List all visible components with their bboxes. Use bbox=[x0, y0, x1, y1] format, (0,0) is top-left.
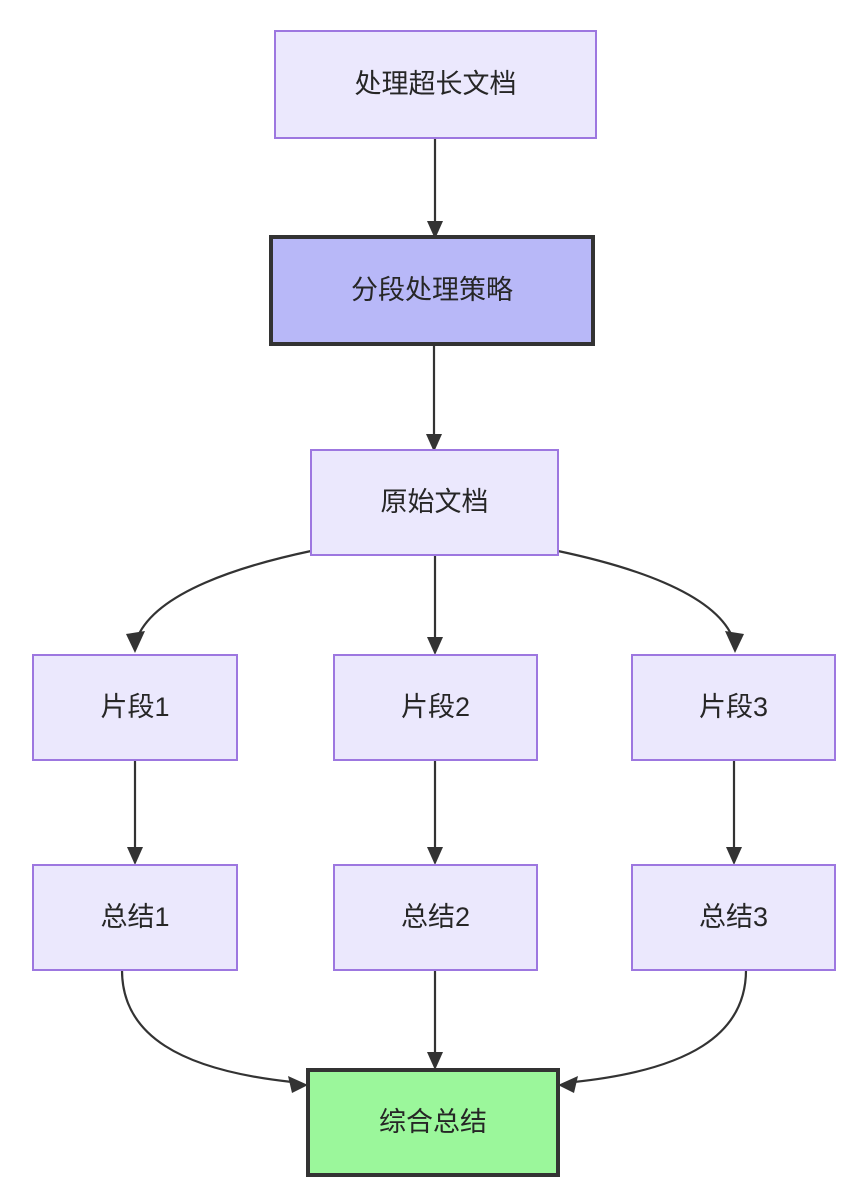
node-process-long-document[interactable]: 处理超长文档 bbox=[274, 30, 597, 139]
node-box-final-summary[interactable] bbox=[306, 1068, 560, 1177]
edge-source-to-chunk3 bbox=[557, 549, 744, 653]
node-label-chunk-2: 片段2 bbox=[401, 692, 470, 722]
edge-strategy-to-source bbox=[426, 344, 442, 452]
node-box-chunking-strategy[interactable] bbox=[269, 235, 595, 346]
arrow-head-icon bbox=[558, 1076, 578, 1093]
node-label-summary-2: 总结2 bbox=[401, 902, 470, 932]
edge-summary3-to-final bbox=[558, 969, 748, 1093]
node-label-source-document: 原始文档 bbox=[381, 487, 489, 517]
node-final-summary[interactable]: 综合总结 bbox=[306, 1068, 560, 1177]
node-box-chunk-2[interactable] bbox=[333, 654, 538, 761]
arrow-head-icon bbox=[427, 637, 443, 655]
node-box-summary-1[interactable] bbox=[32, 864, 238, 971]
arrow-head-icon bbox=[427, 847, 443, 865]
node-chunking-strategy[interactable]: 分段处理策略 bbox=[269, 235, 595, 346]
arrow-head-icon bbox=[427, 221, 443, 239]
arrow-head-icon bbox=[725, 631, 744, 653]
arrow-head-icon bbox=[427, 1052, 443, 1070]
node-label-chunking-strategy: 分段处理策略 bbox=[351, 275, 513, 305]
edge-chunk1-to-summary1 bbox=[127, 760, 143, 865]
node-label-summary-3: 总结3 bbox=[699, 902, 768, 932]
edge-source-to-chunk2 bbox=[427, 555, 443, 655]
node-label-process-long-document: 处理超长文档 bbox=[355, 69, 517, 99]
node-chunk-3[interactable]: 片段3 bbox=[631, 654, 836, 761]
node-label-final-summary: 综合总结 bbox=[379, 1107, 487, 1137]
node-label-summary-1: 总结1 bbox=[100, 902, 169, 932]
node-layer: 处理超长文档 分段处理策略 原始文档 片段1 片段2 bbox=[32, 30, 836, 1177]
edge-process-to-strategy bbox=[427, 138, 443, 239]
arrow-head-icon bbox=[726, 847, 742, 865]
node-chunk-1[interactable]: 片段1 bbox=[32, 654, 238, 761]
node-box-source-document[interactable] bbox=[310, 449, 559, 556]
node-box-chunk-3[interactable] bbox=[631, 654, 836, 761]
edge-source-to-chunk1 bbox=[126, 549, 312, 653]
edge-summary2-to-final bbox=[427, 970, 443, 1070]
arrow-head-icon bbox=[127, 847, 143, 865]
node-box-chunk-1[interactable] bbox=[32, 654, 238, 761]
node-box-process-long-document[interactable] bbox=[274, 30, 597, 139]
node-chunk-2[interactable]: 片段2 bbox=[333, 654, 538, 761]
node-label-chunk-1: 片段1 bbox=[100, 692, 169, 722]
node-summary-2[interactable]: 总结2 bbox=[333, 864, 538, 971]
arrow-head-icon bbox=[288, 1076, 308, 1093]
node-source-document[interactable]: 原始文档 bbox=[310, 449, 559, 556]
node-summary-3[interactable]: 总结3 bbox=[631, 864, 836, 971]
node-summary-1[interactable]: 总结1 bbox=[32, 864, 238, 971]
edge-layer bbox=[120, 138, 748, 1093]
arrow-head-icon bbox=[426, 434, 442, 452]
edge-chunk2-to-summary2 bbox=[427, 760, 443, 865]
arrow-head-icon bbox=[126, 631, 145, 653]
edge-summary1-to-final bbox=[120, 969, 308, 1093]
node-box-summary-2[interactable] bbox=[333, 864, 538, 971]
edge-chunk3-to-summary3 bbox=[726, 760, 742, 865]
node-box-summary-3[interactable] bbox=[631, 864, 836, 971]
node-label-chunk-3: 片段3 bbox=[699, 692, 768, 722]
